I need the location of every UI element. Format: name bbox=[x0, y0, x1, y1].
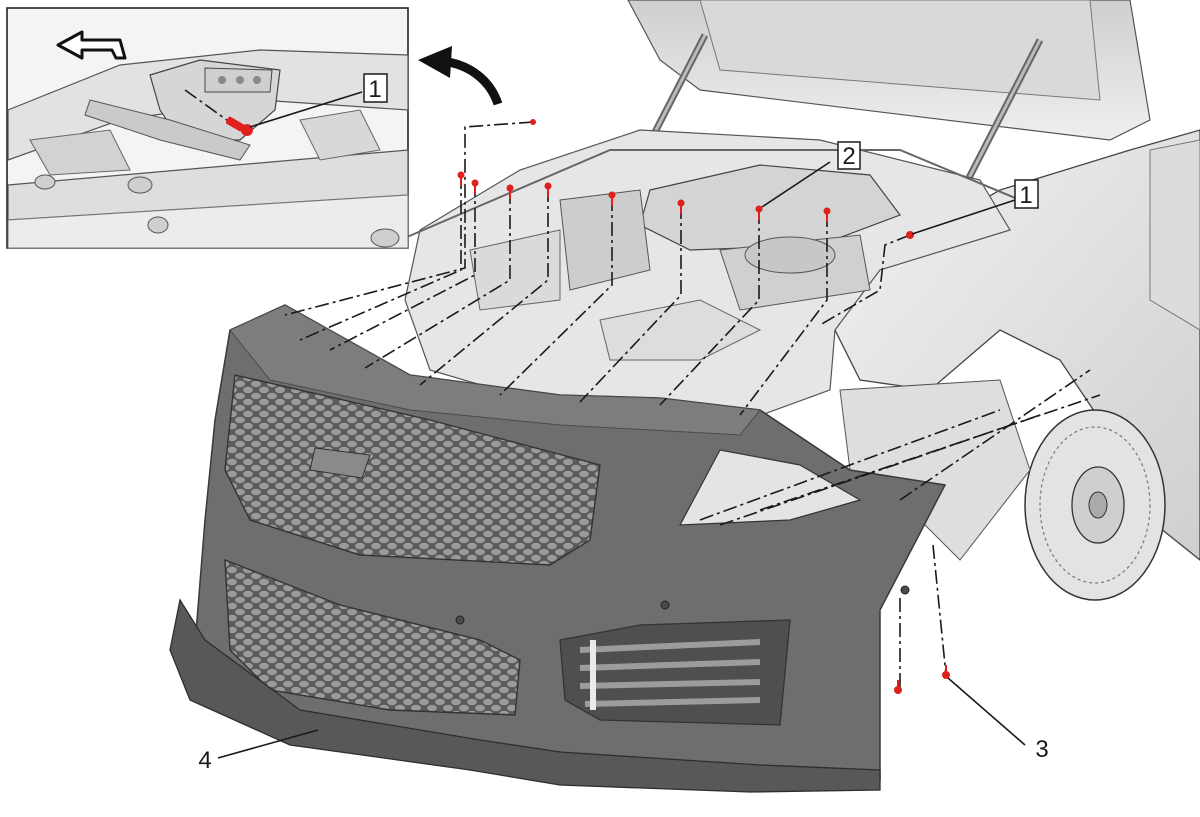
callout-main-4: 4 bbox=[198, 747, 211, 774]
engine-cover bbox=[639, 164, 901, 251]
front-wheel-hub bbox=[1024, 409, 1166, 601]
fastener-clip bbox=[677, 199, 685, 214]
vehicle-body bbox=[399, 0, 1200, 601]
upper-grille-mesh bbox=[224, 374, 601, 566]
fastener-clip bbox=[471, 179, 479, 194]
alignment-lines bbox=[284, 121, 1101, 690]
callout-inset-1: 1 bbox=[363, 73, 388, 103]
svg-text:1: 1 bbox=[368, 76, 381, 103]
front-bumper-fascia bbox=[169, 304, 947, 793]
parking-sensor bbox=[455, 615, 465, 625]
side-air-vent bbox=[559, 619, 791, 726]
callout-main-2: 2 bbox=[837, 141, 861, 170]
fastener-clip bbox=[457, 171, 465, 186]
fastener-screw bbox=[894, 680, 902, 694]
fastener-clip bbox=[608, 191, 616, 206]
open-direction-arrow-icon bbox=[418, 46, 503, 106]
grille-emblem bbox=[309, 447, 371, 479]
callout-main-1: 1 bbox=[1014, 179, 1039, 209]
fastener-clip bbox=[906, 231, 914, 239]
headlamp-opening bbox=[678, 449, 862, 526]
svg-text:2: 2 bbox=[842, 143, 855, 170]
front-splitter bbox=[169, 598, 881, 793]
removal-direction-arrow-icon bbox=[56, 30, 127, 60]
fastener-clip bbox=[544, 182, 552, 197]
lower-grille-mesh bbox=[224, 558, 521, 716]
fastener-clip bbox=[506, 184, 514, 199]
leader-lines bbox=[217, 161, 1026, 759]
fastener-clip bbox=[530, 119, 536, 125]
parking-sensor bbox=[660, 600, 670, 610]
fastener-screw bbox=[942, 665, 950, 679]
fastener-clip bbox=[823, 207, 831, 222]
fastener-clip bbox=[755, 205, 763, 220]
callout-main-3: 3 bbox=[1035, 736, 1048, 763]
detail-inset: 1 bbox=[6, 7, 409, 249]
fasteners bbox=[457, 119, 950, 694]
svg-text:1: 1 bbox=[1019, 182, 1032, 209]
parking-sensor bbox=[900, 585, 910, 595]
